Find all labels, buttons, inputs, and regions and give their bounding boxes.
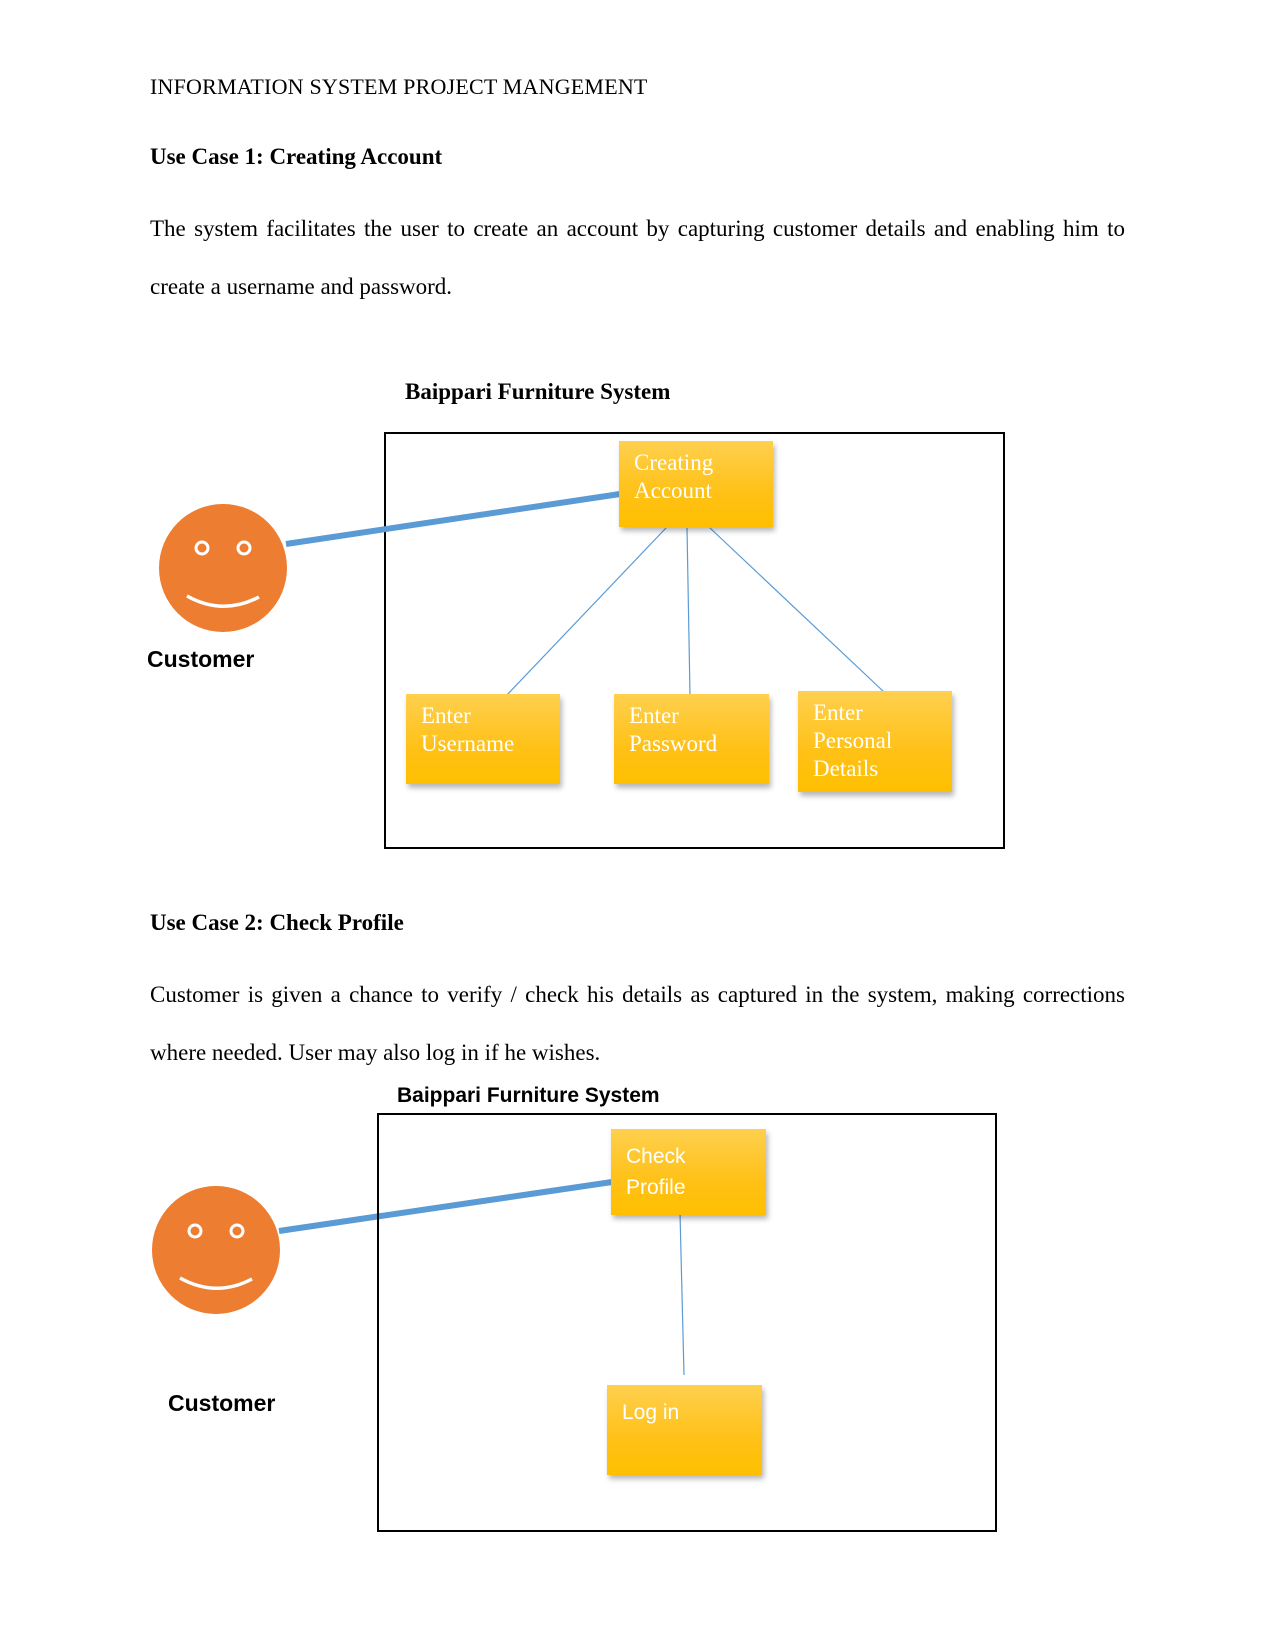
use-case-1-paragraph: The system facilitates the user to creat… [150, 216, 1125, 299]
system-boundary-1 [384, 432, 1005, 849]
use-case-enter-password: Enter Password [614, 694, 769, 784]
use-case-line: Check [626, 1145, 686, 1168]
use-case-line: Password [629, 731, 718, 756]
document-header: INFORMATION SYSTEM PROJECT MANGEMENT [150, 74, 648, 99]
use-case-line: Log in [622, 1401, 680, 1424]
system-title-1: Baippari Furniture System [405, 379, 671, 404]
use-case-line: Profile [626, 1176, 686, 1199]
use-case-line: Personal [813, 728, 893, 753]
use-case-enter-username: Enter Username [406, 694, 560, 784]
use-case-creating-account: Creating Account [619, 441, 773, 527]
use-case-line: Account [634, 478, 712, 503]
system-boundary-2 [377, 1113, 997, 1532]
actor-smiley-icon-1 [159, 504, 287, 632]
use-case-enter-personal-details: Enter Personal Details [798, 691, 952, 792]
use-case-log-in: Log in [607, 1385, 762, 1475]
actor-label-1: Customer [147, 646, 255, 672]
actor-label-2: Customer [168, 1390, 276, 1416]
use-case-1-heading: Use Case 1: Creating Account [150, 144, 443, 169]
use-case-line: Enter [421, 703, 471, 728]
actor-smiley-icon-2 [152, 1186, 280, 1314]
use-case-line: Enter [629, 703, 679, 728]
use-case-line: Username [421, 731, 515, 756]
use-case-line: Creating [634, 450, 714, 475]
use-case-2-paragraph: Customer is given a chance to verify / c… [150, 982, 1125, 1065]
system-title-2: Baippari Furniture System [397, 1084, 660, 1107]
use-case-line: Details [813, 756, 879, 781]
use-case-2-heading: Use Case 2: Check Profile [150, 910, 404, 935]
use-case-line: Enter [813, 700, 863, 725]
use-case-check-profile: Check Profile [611, 1129, 766, 1215]
